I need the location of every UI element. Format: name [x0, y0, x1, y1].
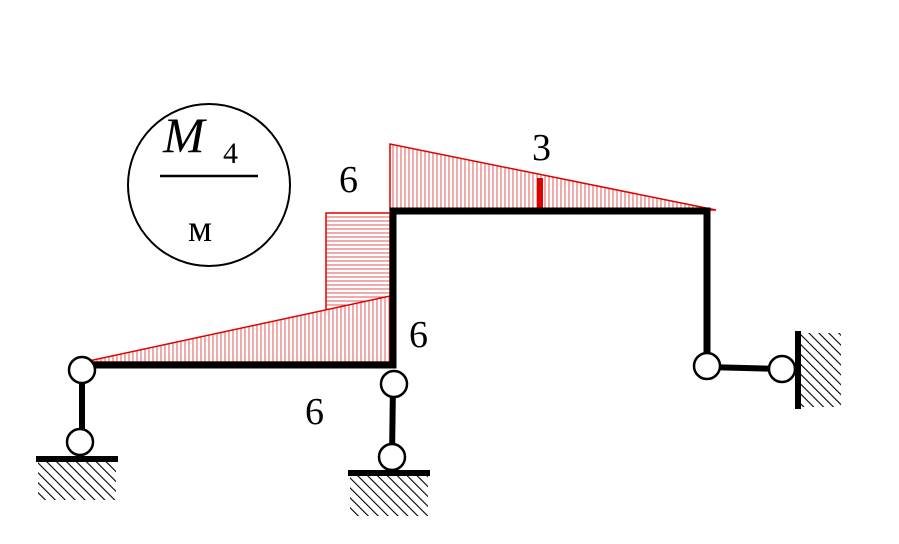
support-right-right-hinge [767, 354, 797, 384]
badge-symbol: M [162, 107, 207, 163]
support-left-ground [38, 460, 116, 500]
support-left [36, 355, 118, 500]
label-bottom-beam: 6 [305, 391, 324, 433]
label-top-right: 3 [532, 127, 551, 169]
support-middle [348, 369, 430, 516]
frame-structure [78, 207, 711, 370]
label-top-left: 6 [339, 159, 358, 201]
value-labels: 3 6 6 6 [305, 127, 551, 433]
support-right-left-hinge [692, 351, 722, 381]
badge-circle [127, 103, 291, 267]
title-badge: M 4 м [127, 103, 291, 267]
bottom-beam-moment-area [83, 295, 391, 363]
support-left-bottom-hinge [65, 427, 95, 457]
ordinate-marker [537, 178, 543, 211]
top-beam-moment-area [389, 143, 717, 211]
support-middle-ground [350, 474, 428, 516]
support-right-ground [799, 333, 841, 407]
support-middle-top-hinge [379, 369, 409, 399]
badge-subscript: 4 [223, 137, 238, 170]
support-right [692, 331, 841, 409]
label-corner: 6 [409, 314, 428, 356]
frame-members [78, 207, 711, 370]
support-middle-bottom-hinge [377, 442, 407, 472]
support-left-top-hinge [67, 355, 97, 385]
badge-unit: м [188, 208, 212, 250]
